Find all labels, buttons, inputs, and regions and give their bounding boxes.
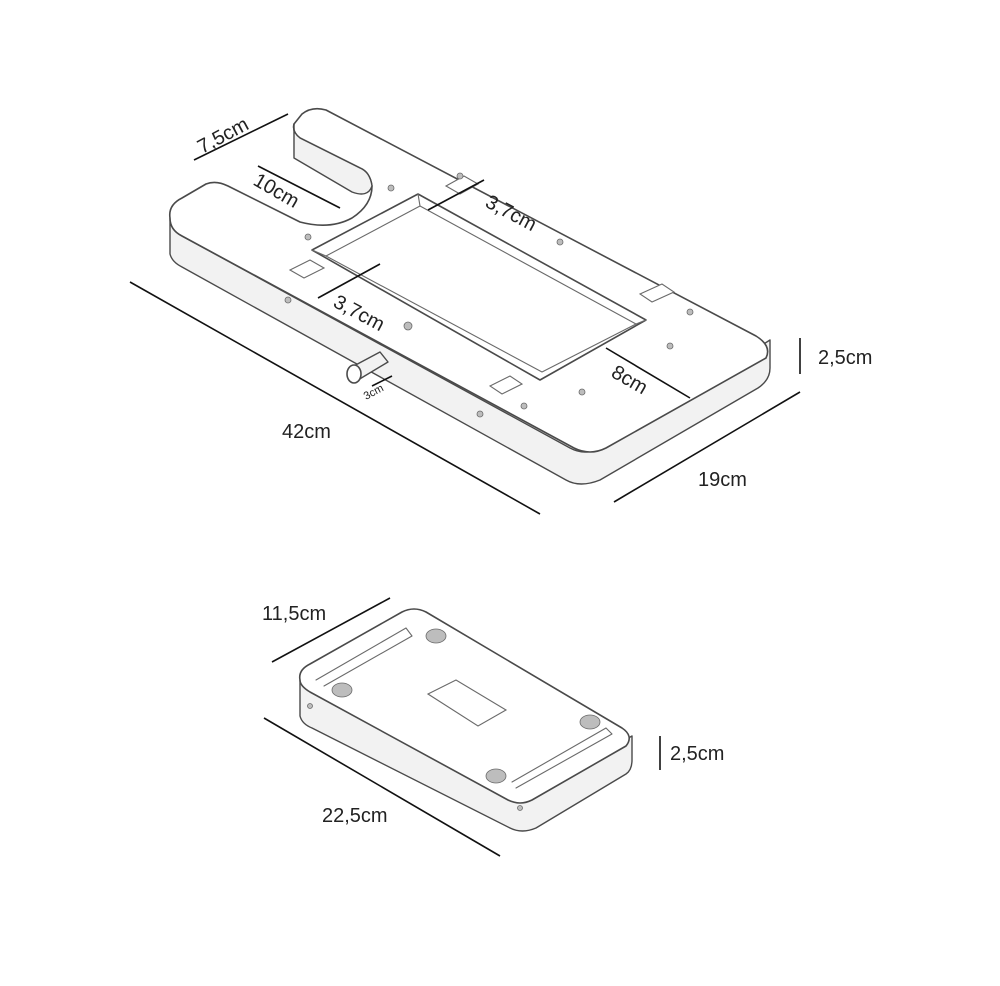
dim-length: 42cm [282, 421, 331, 443]
slot-end-face [292, 123, 373, 195]
dim-plate-width: 11,5cm [262, 603, 326, 625]
large-tray [168, 107, 771, 485]
pin [346, 351, 389, 384]
rail-slots [288, 175, 676, 395]
inner-recess-edge [311, 193, 647, 325]
dim-slot-width: 7,5cm [194, 113, 252, 158]
small-plate-rim-left [315, 627, 413, 687]
mounting-holes [284, 172, 694, 418]
dim-plate-height: 2,5cm [670, 743, 724, 765]
dim-pin: 3cm [362, 382, 386, 402]
dim-width: 19cm [698, 469, 747, 491]
small-plate-holes [307, 628, 601, 811]
dim-height: 2,5cm [818, 347, 872, 369]
small-plate [298, 608, 633, 832]
dim-plate-length: 22,5cm [322, 805, 388, 827]
small-plate-center-pad [426, 679, 508, 727]
dimension-lines [129, 113, 801, 857]
small-plate-rim-right [511, 727, 613, 789]
